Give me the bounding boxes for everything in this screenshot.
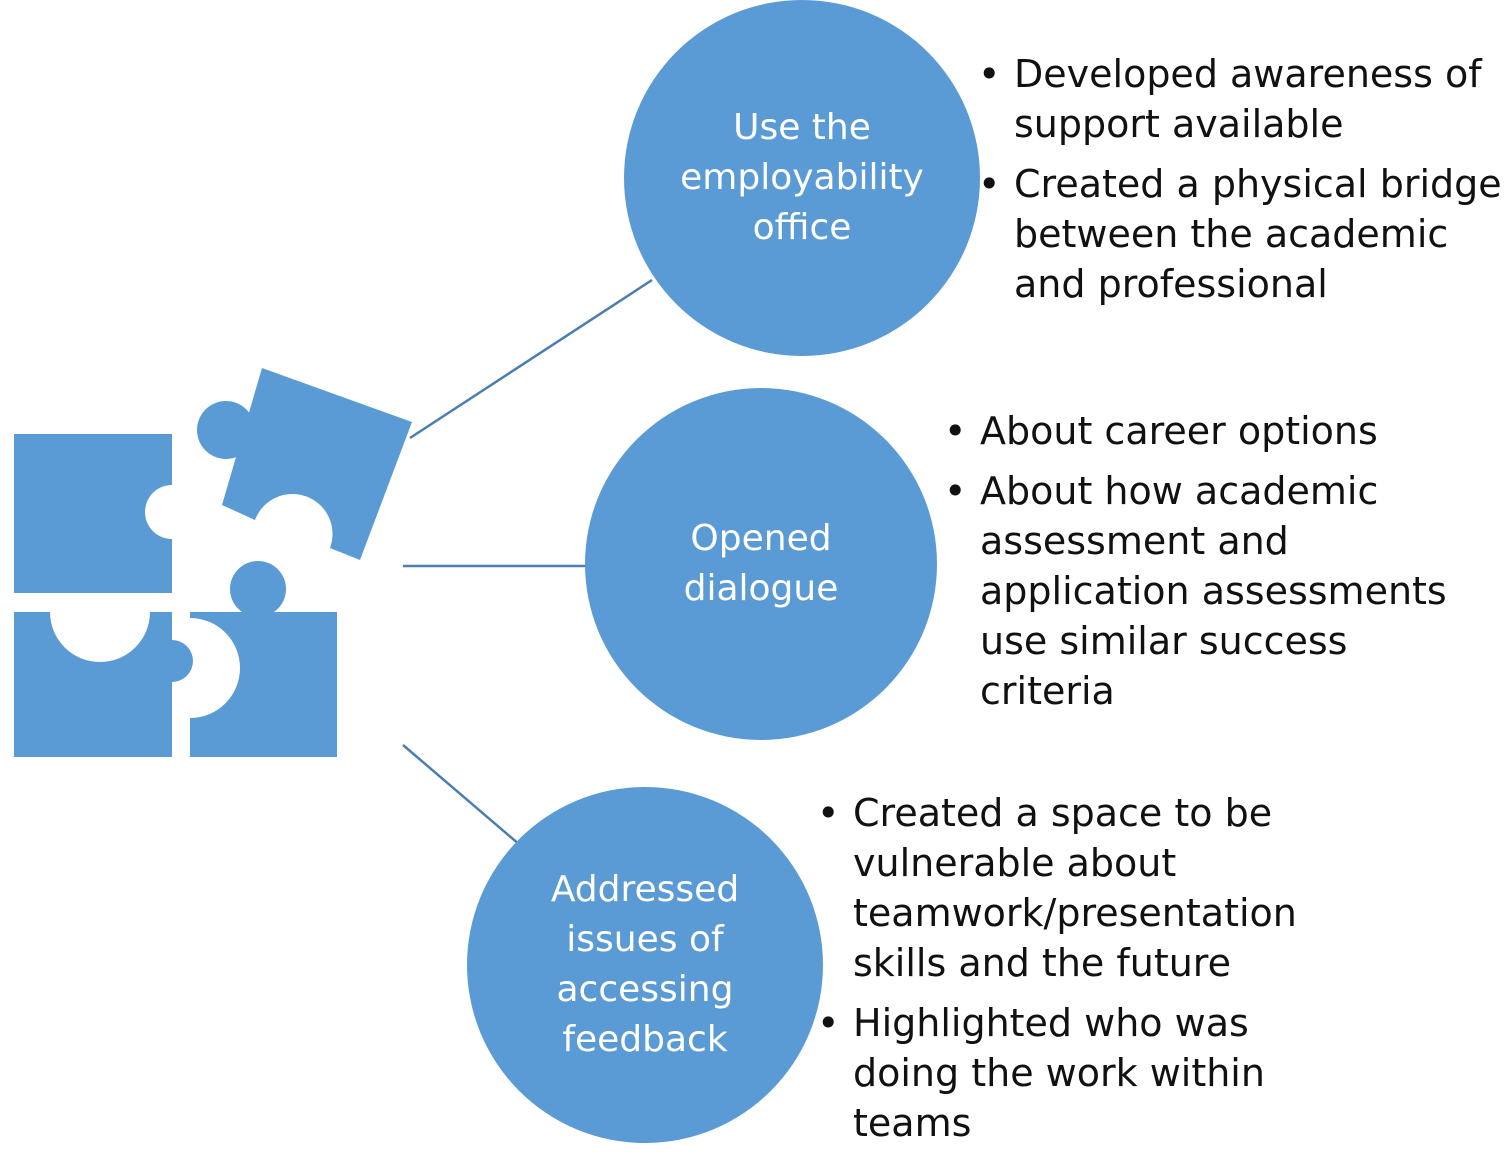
bullet-item: Created a space to be vulnerable about t… xyxy=(817,788,1337,988)
bullet-list-opened-dialogue: About career options About how academic … xyxy=(944,406,1484,726)
node-circle-opened-dialogue: Opened dialogue xyxy=(585,388,937,740)
node-label-employability-office: Use the employability office xyxy=(680,107,924,248)
node-circle-accessing-feedback: Addressed issues of accessing feedback xyxy=(467,787,823,1143)
node-circle-employability-office: Use the employability office xyxy=(624,0,980,356)
puzzle-piece-top-right xyxy=(222,368,412,560)
bullet-list-accessing-feedback: Created a space to be vulnerable about t… xyxy=(817,788,1337,1158)
connector-line-3 xyxy=(402,744,521,846)
bullet-item: Highlighted who was doing the work withi… xyxy=(817,998,1337,1148)
puzzle-ring-gap xyxy=(68,612,132,644)
puzzle-piece-top-left xyxy=(14,434,172,593)
puzzle-piece-bottom-right xyxy=(190,612,337,757)
bullet-item: About how academic assessment and applic… xyxy=(944,466,1484,716)
puzzle-pieces-icon xyxy=(14,368,412,757)
puzzle-knob-bottom-right xyxy=(230,561,286,617)
puzzle-piece-bottom-left xyxy=(14,612,193,757)
bullet-item: About career options xyxy=(944,406,1484,456)
bullet-item: Created a physical bridge between the ac… xyxy=(978,159,1506,309)
connector-line-1 xyxy=(409,278,653,440)
puzzle-knob-top-right xyxy=(197,401,255,459)
node-label-accessing-feedback: Addressed issues of accessing feedback xyxy=(550,869,740,1060)
node-label-opened-dialogue: Opened dialogue xyxy=(683,518,839,609)
bullet-item: Developed awareness of support available xyxy=(978,49,1506,149)
bullet-list-employability-office: Developed awareness of support available… xyxy=(978,49,1506,319)
